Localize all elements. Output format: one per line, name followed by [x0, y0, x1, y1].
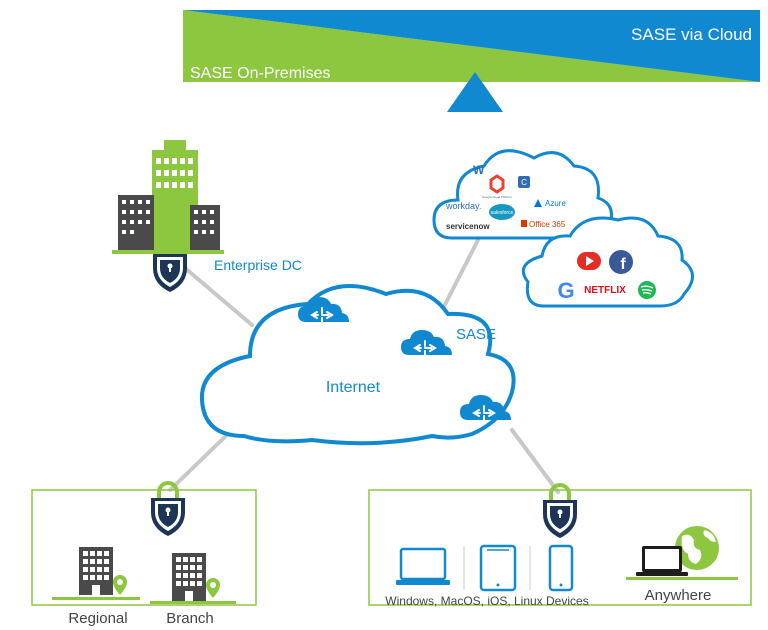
anywhere-label: Anywhere [645, 587, 712, 604]
office365-icon [521, 220, 527, 227]
consumer-apps-cloud: f G NETFLIX [521, 216, 694, 308]
internet-label: Internet [326, 379, 381, 396]
servicenow-logo: servicenow [446, 222, 490, 231]
sase-label: SASE [456, 326, 496, 343]
regional-building-icon [79, 547, 113, 595]
branch-ground-line [150, 601, 236, 604]
remote-users-border [368, 489, 752, 606]
azure-logo: Azure [545, 199, 566, 208]
phone-device-icon [548, 544, 574, 592]
regional-label: Regional [68, 610, 127, 627]
regional-branch-box: Regional Branch [31, 481, 257, 627]
spotify-waves-icon [640, 285, 654, 295]
regional-shield-lock-icon [149, 481, 187, 538]
regional-ground-line [52, 597, 140, 600]
branch-map-pin-icon [206, 578, 220, 598]
facebook-icon [609, 250, 633, 274]
link-dc-to-internet [183, 266, 254, 327]
regional-map-pin-icon [113, 575, 127, 595]
enterprise-dc-label: Enterprise DC [214, 257, 302, 273]
anywhere-ground-line [626, 577, 738, 580]
workday-w-icon: W [473, 163, 485, 177]
sase-spectrum-banner: SASE via Cloud SASE On-Premises [183, 10, 760, 112]
remote-shield-lock-icon [541, 483, 579, 540]
laptop-device-icon [396, 547, 450, 585]
office365-logo: Office 365 [529, 220, 566, 229]
banner-cloud-label: SASE via Cloud [631, 25, 752, 44]
azure-icon [534, 199, 542, 207]
salesforce-logo-cloud [489, 204, 515, 220]
branch-label: Branch [166, 610, 214, 627]
globe-icon [675, 526, 719, 570]
youtube-play-icon [586, 256, 594, 266]
banner-onprem-label: SASE On-Premises [190, 65, 330, 82]
gcp-tile-icon [518, 176, 530, 188]
dc-ground-line [112, 250, 224, 254]
banner-pivot-triangle [447, 72, 503, 112]
saas-cloud-outline [432, 149, 613, 240]
enterprise-dc-building: Enterprise DC [112, 140, 302, 294]
salesforce-logo: salesforce [491, 210, 514, 216]
internet-cloud-outline [199, 284, 516, 446]
saas-apps-cloud: workday. servicenow salesforce Azure Off… [432, 149, 613, 240]
link-internet-to-regional [168, 428, 234, 492]
gcp-tile-glyph: C [521, 178, 527, 187]
internet-cloud: Internet SASE [199, 284, 516, 446]
facebook-f-glyph: f [620, 256, 626, 273]
google-cloud-label: Google Cloud Platform [482, 195, 513, 199]
branch-building-icon [172, 553, 206, 601]
netflix-logo: NETFLIX [584, 285, 626, 296]
banner-cloud-wedge [183, 10, 760, 82]
anywhere-laptop-icon [636, 546, 688, 576]
tablet-device-icon [479, 544, 517, 592]
remote-users-box: Windows, MacOS, iOS, Linux Devices Anywh… [368, 483, 752, 608]
google-cloud-icon [489, 174, 505, 194]
workday-logo: workday. [445, 201, 481, 211]
google-icon: G [557, 278, 574, 303]
link-internet-to-remote [510, 428, 560, 494]
regional-branch-border [31, 489, 257, 606]
devices-label: Windows, MacOS, iOS, Linux Devices [385, 594, 588, 608]
